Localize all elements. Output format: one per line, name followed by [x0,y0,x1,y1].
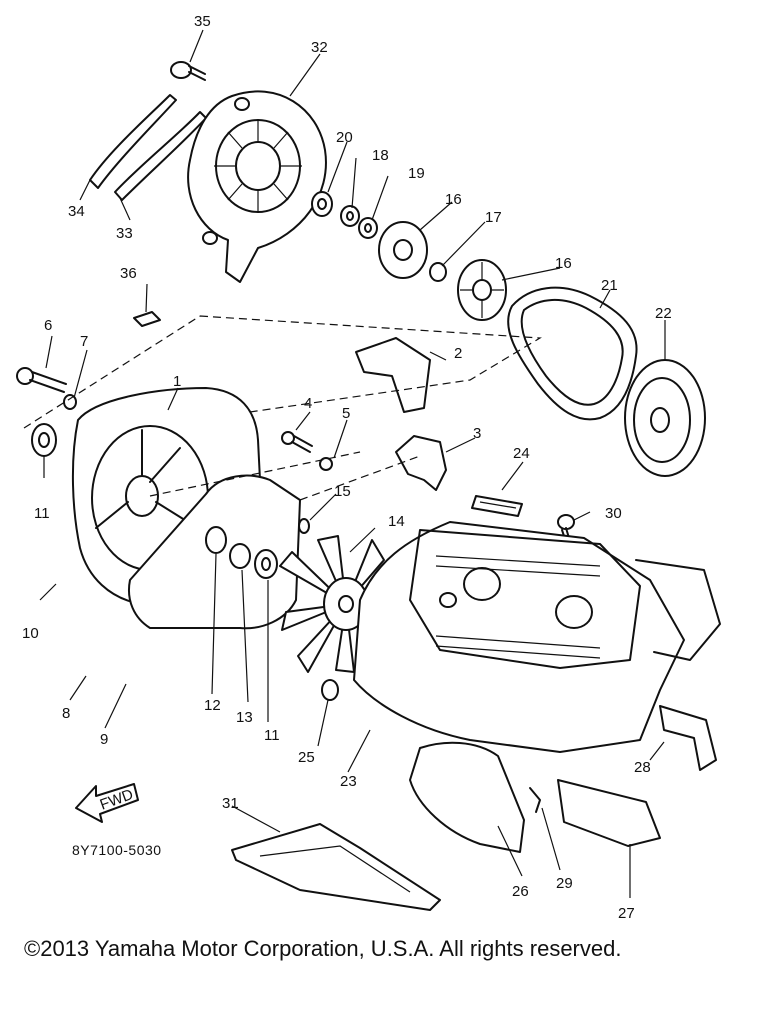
part-emblem-24 [471,495,523,517]
callout-1: 1 [173,373,181,390]
part-seal-11-left [31,423,57,457]
callout-30: 30 [605,505,622,522]
callout-26: 26 [512,883,529,900]
callout-8: 8 [62,705,70,722]
alignment-lines [23,315,542,501]
part-nut-5 [319,457,333,471]
callout-4: 4 [304,395,312,412]
part-code: 8Y7100-5030 [72,842,162,858]
callout-32: 32 [311,39,328,56]
callout-25: 25 [298,749,315,766]
callout-16-lower: 16 [555,255,572,272]
part-washer-7 [63,394,77,410]
part-clip-29 [529,787,541,813]
callout-6: 6 [44,317,52,334]
fwd-label: FWD [98,786,136,814]
part-panel-26 [409,741,525,853]
callout-10: 10 [22,625,39,642]
callout-34: 34 [68,203,85,220]
callout-18: 18 [372,147,389,164]
exploded-parts-diagram: FWD 35 32 20 18 19 16 17 16 21 22 34 33 … [16,13,721,922]
callout-36: 36 [120,265,137,282]
part-sheave-16-lower [457,259,507,321]
part-pulley-22 [624,359,706,477]
part-bolt-35 [170,61,206,81]
part-washer-12 [205,526,227,554]
part-bracket-3 [395,435,447,491]
callout-24: 24 [513,445,530,462]
part-washer-19 [358,217,378,239]
part-seal-11-right [254,549,278,579]
part-strap-34 [89,94,177,189]
callouts: 35 32 20 18 19 16 17 16 21 22 34 33 36 6… [22,13,672,922]
callout-17: 17 [485,209,502,226]
callout-11-right: 11 [264,727,280,744]
callout-7: 7 [80,333,88,350]
callout-13: 13 [236,709,253,726]
part-bracket-28 [659,705,717,771]
part-washer-13 [229,543,251,569]
callout-19: 19 [408,165,425,182]
part-sheave-16-upper [378,221,428,279]
callout-14: 14 [388,513,405,530]
part-bolt-4 [281,431,313,453]
part-belt-21 [507,286,638,421]
part-spacer-15 [298,518,310,534]
part-shroud-23 [353,521,721,753]
callout-33: 33 [116,225,133,242]
part-starter-cover-32 [187,90,327,283]
callout-9: 9 [100,731,108,748]
part-washer-18 [340,205,360,227]
fwd-arrow-icon: FWD [75,783,139,823]
callout-21: 21 [601,277,618,294]
callout-2: 2 [454,345,462,362]
part-clip-36 [133,311,161,327]
part-collar-20 [311,191,333,217]
callout-28: 28 [634,759,651,776]
callout-31: 31 [222,795,239,812]
callout-16-upper: 16 [445,191,462,208]
callout-23: 23 [340,773,357,790]
callout-5: 5 [342,405,350,422]
copyright-notice: ©2013 Yamaha Motor Corporation, U.S.A. A… [24,936,622,961]
callout-22: 22 [655,305,672,322]
part-duct-2 [355,337,431,413]
part-plate-31 [231,823,441,911]
callout-29: 29 [556,875,573,892]
callout-20: 20 [336,129,353,146]
callout-12: 12 [204,697,221,714]
leader-lines [39,29,666,898]
callout-27: 27 [618,905,635,922]
callout-11-left: 11 [34,505,50,522]
callout-15: 15 [334,483,351,500]
part-grommet-25 [321,679,339,701]
part-bolt-6 [16,367,67,393]
callout-35: 35 [194,13,211,30]
callout-3: 3 [473,425,481,442]
part-washer-17 [429,262,447,282]
part-seal-27 [557,779,661,847]
